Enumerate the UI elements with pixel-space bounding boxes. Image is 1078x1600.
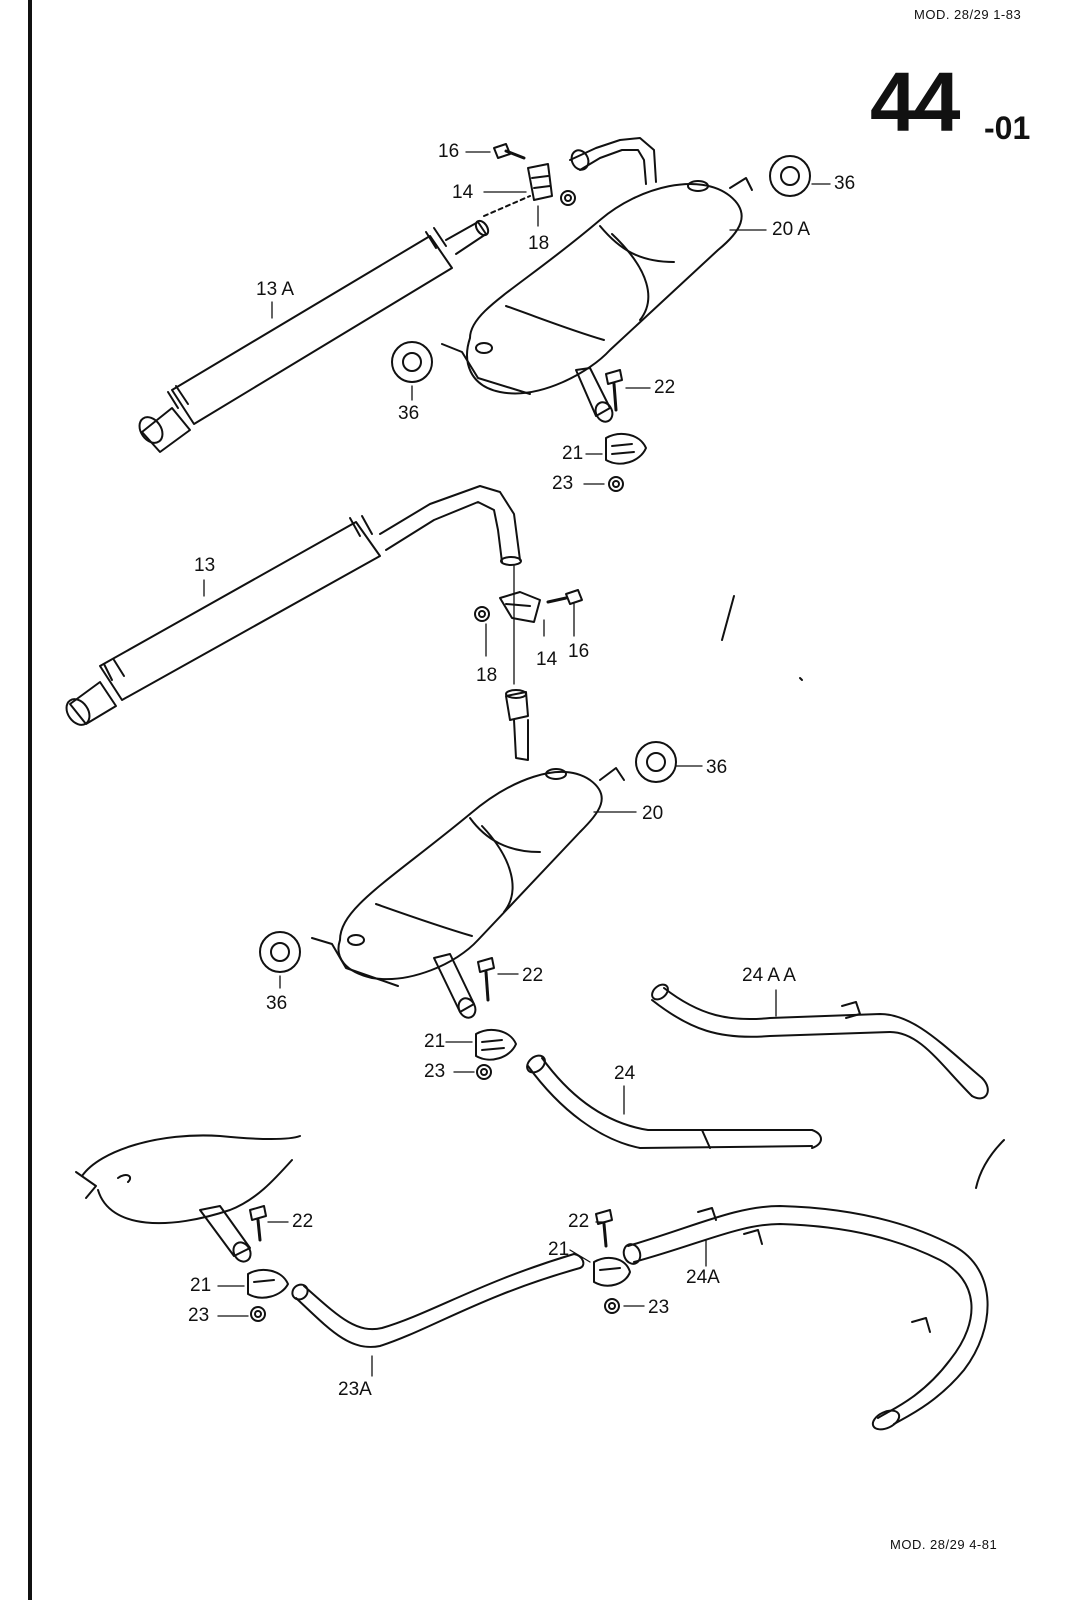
label-23-middle: 23 (424, 1061, 446, 1082)
label-18-upper: 18 (528, 233, 550, 254)
label-20: 20 (642, 803, 664, 824)
nut-18-upper (560, 190, 576, 206)
label-14-middle: 14 (536, 649, 558, 670)
section-suffix: -01 (984, 110, 1031, 146)
label-21-upper: 21 (562, 443, 584, 464)
rubber-ring-36-c (635, 741, 677, 783)
nut-18-middle (474, 606, 490, 622)
rubber-ring-36-b (391, 341, 433, 383)
model-code-bottom: MOD. 28/29 4-81 (890, 1537, 998, 1552)
label-36-a: 36 (834, 173, 856, 194)
tailpipe-24aa (651, 983, 989, 1100)
label-22-lower-left: 22 (292, 1211, 314, 1232)
nut-23-lower-right (604, 1298, 620, 1314)
leader-lines-upper (271, 151, 831, 485)
binding-edge (28, 0, 32, 1600)
rear-silencer-20a (441, 137, 753, 423)
tailpipe-24a (622, 1205, 989, 1431)
label-16-middle: 16 (568, 641, 590, 662)
label-23-lower-left: 23 (188, 1305, 210, 1326)
rear-silencer-20 (311, 689, 625, 1019)
model-code-top: MOD. 28/29 1-83 (914, 7, 1022, 22)
label-20a: 20 A (772, 219, 811, 240)
label-21-middle: 21 (424, 1031, 446, 1052)
assembly-dash-upper (483, 195, 531, 217)
intermediate-pipe-23a (291, 1253, 585, 1348)
nut-23-lower-left (250, 1306, 266, 1322)
bolt-22-lower-right (595, 1209, 613, 1248)
bolt-16-upper (493, 143, 526, 160)
nut-23-upper (608, 476, 624, 492)
front-pipe-13 (65, 485, 522, 726)
bolt-22-lower-left (249, 1205, 267, 1242)
label-23a: 23A (338, 1379, 372, 1400)
scan-marks (721, 595, 1005, 1189)
label-23-lower-right: 23 (648, 1297, 670, 1318)
clamp-14-upper (527, 163, 553, 201)
label-18-middle: 18 (476, 665, 498, 686)
rubber-ring-36-a (769, 155, 811, 197)
label-16-upper: 16 (438, 141, 460, 162)
label-24aa: 24 A A (742, 965, 796, 986)
rear-silencer-partial (75, 1134, 301, 1263)
leader-lines-lower (217, 1221, 707, 1377)
leader-lines-middle (203, 579, 777, 1115)
label-21-lower-right: 21 (548, 1239, 570, 1260)
clamp-21-lower-left (247, 1268, 289, 1299)
rubber-ring-36-d (259, 931, 301, 973)
label-36-b: 36 (398, 403, 420, 424)
label-22-upper: 22 (654, 377, 676, 398)
tailpipe-24 (526, 1054, 822, 1149)
label-23-upper: 23 (552, 473, 574, 494)
bolt-22-middle (477, 957, 495, 1002)
clamp-21-upper (605, 432, 647, 465)
label-22-middle: 22 (522, 965, 544, 986)
section-number: 44 (870, 55, 960, 149)
bolt-16-middle (546, 589, 583, 605)
front-pipe-13a (138, 219, 490, 453)
label-36-c: 36 (706, 757, 728, 778)
clamp-21-middle (475, 1028, 517, 1061)
label-36-d: 36 (266, 993, 288, 1014)
label-13: 13 (194, 555, 216, 576)
nut-23-middle (476, 1064, 492, 1080)
bolt-22-upper (605, 369, 623, 412)
label-24a: 24A (686, 1267, 720, 1288)
clamp-21-lower-right (593, 1256, 631, 1287)
label-24: 24 (614, 1063, 636, 1084)
clamp-14-middle (499, 591, 541, 623)
label-14-upper: 14 (452, 182, 474, 203)
label-22-lower-right: 22 (568, 1211, 590, 1232)
label-13a: 13 A (256, 279, 295, 300)
label-21-lower-left: 21 (190, 1275, 212, 1296)
